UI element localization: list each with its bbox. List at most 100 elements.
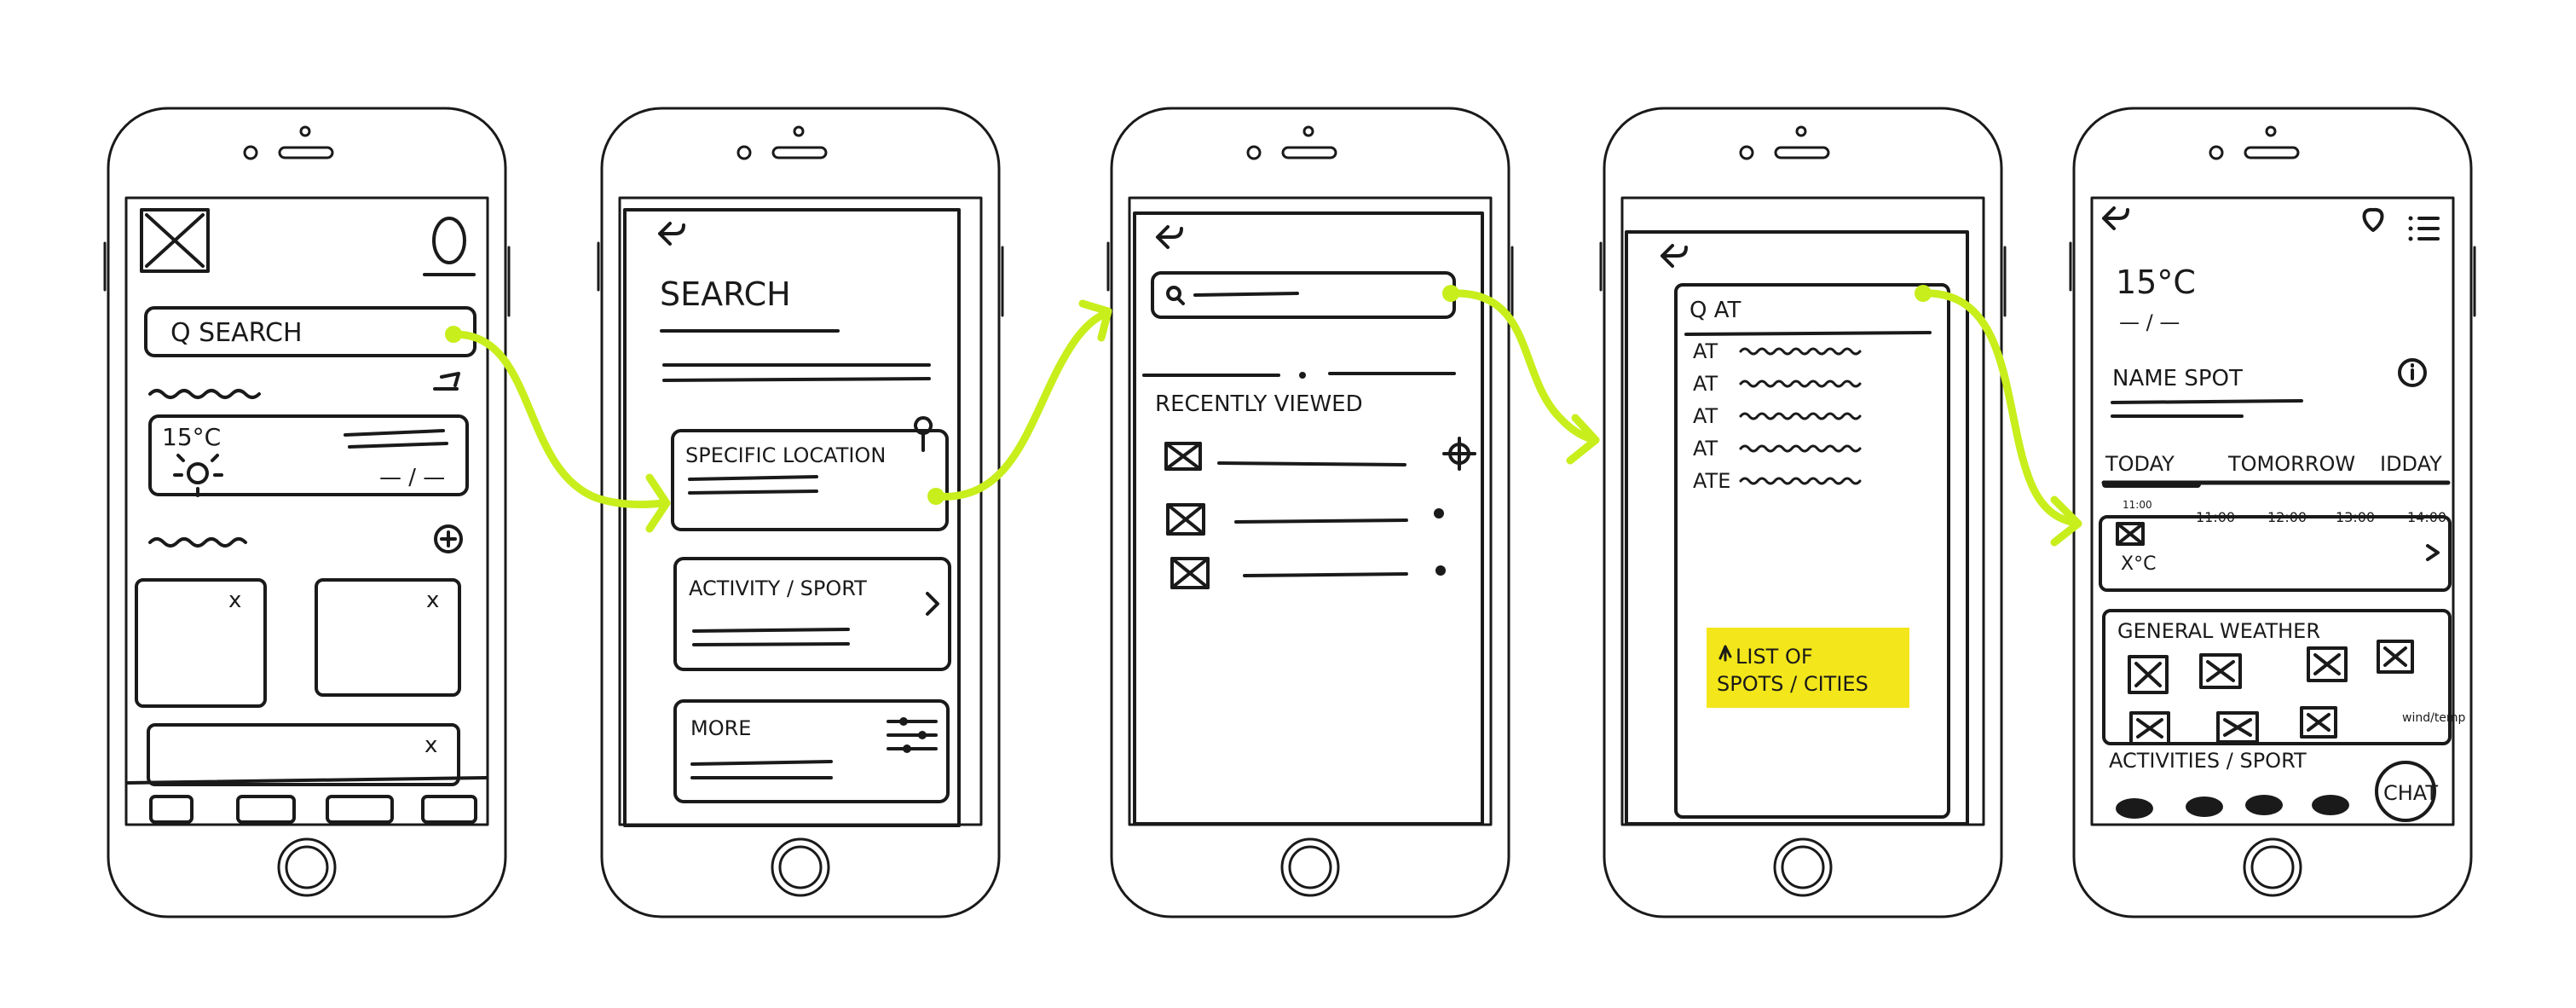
phone-body xyxy=(2072,107,2473,918)
phone-search-options: SEARCH SPECIFIC LOCATION ACTIVITY / SPOR… xyxy=(597,107,1004,918)
favorite-card[interactable] xyxy=(135,578,267,708)
option-specific-location[interactable] xyxy=(671,429,949,531)
option-more[interactable] xyxy=(673,699,950,803)
add-icon[interactable] xyxy=(434,524,463,553)
card-close-icon[interactable]: x xyxy=(228,588,241,613)
search-query[interactable]: Q AT xyxy=(1689,298,1741,323)
phone-body xyxy=(107,107,507,918)
results-list: AT AT AT AT ATE xyxy=(1693,339,1862,493)
chat-label: CHAT xyxy=(2383,781,2438,805)
info-icon[interactable] xyxy=(2398,358,2427,387)
weather-icon-placeholder xyxy=(2129,711,2170,745)
card-close-icon[interactable]: x xyxy=(426,588,439,613)
phone-spot-detail: 15°C — / — NAME SPOT TODAY TOMORROW IDDA… xyxy=(2069,107,2476,918)
home-button[interactable] xyxy=(1280,837,1340,897)
tab-bar-icon[interactable] xyxy=(149,795,193,824)
tab-bar-divider xyxy=(126,776,488,785)
weather-icon-placeholder xyxy=(2377,640,2414,674)
search-bar[interactable] xyxy=(144,306,477,357)
option-more-label: MORE xyxy=(690,716,751,740)
edit-icon[interactable] xyxy=(433,372,460,391)
chat-button[interactable] xyxy=(2375,761,2436,822)
weather-icon-placeholder xyxy=(2300,706,2337,739)
tab-bar-icon[interactable] xyxy=(326,795,394,824)
hour-label: 11:00 xyxy=(2123,499,2152,511)
back-icon[interactable] xyxy=(2102,206,2129,230)
weather-card[interactable] xyxy=(148,414,469,496)
flow-arrows xyxy=(445,285,2082,547)
home-button[interactable] xyxy=(277,837,337,897)
activities-heading: ACTIVITIES / SPORT xyxy=(2109,749,2307,773)
spot-temperature: 15°C xyxy=(2116,264,2196,301)
speaker-grille xyxy=(278,146,334,159)
search-title: SEARCH xyxy=(660,275,791,313)
weather-icon-placeholder xyxy=(2307,646,2348,682)
weather-icon-placeholder xyxy=(2216,711,2259,744)
result-label: AT xyxy=(1693,372,1718,396)
camera-icon xyxy=(1739,145,1754,160)
recent-item[interactable] xyxy=(1166,503,1444,536)
spot-temp-range: — / — xyxy=(2119,310,2180,334)
general-weather-heading: GENERAL WEATHER xyxy=(2117,619,2320,643)
result-scribble xyxy=(1739,477,1862,485)
tab-today[interactable]: TODAY xyxy=(2105,452,2175,476)
result-item[interactable]: AT xyxy=(1693,437,1862,461)
recent-item[interactable] xyxy=(1164,437,1476,471)
activity-icons[interactable] xyxy=(2116,795,2349,819)
hourly-forecast-card[interactable] xyxy=(2099,515,2452,592)
back-icon[interactable] xyxy=(1156,225,1183,249)
screen xyxy=(124,196,489,826)
option-activity-sport[interactable] xyxy=(673,557,951,671)
search-icon xyxy=(1166,286,1181,301)
heart-icon[interactable] xyxy=(2362,207,2384,232)
logo-placeholder-icon xyxy=(140,208,210,273)
weather-icon-placeholder xyxy=(2199,653,2242,689)
sun-icon xyxy=(187,462,209,484)
home-temperature: 15°C xyxy=(162,423,221,451)
card-close-icon[interactable]: x xyxy=(425,733,437,758)
result-scribble xyxy=(1739,412,1862,420)
tab-tomorrow[interactable]: TOMORROW xyxy=(2227,452,2355,476)
favorite-card[interactable] xyxy=(147,723,460,786)
home-button[interactable] xyxy=(771,837,830,897)
recent-item[interactable] xyxy=(1170,557,1446,589)
result-label: AT xyxy=(1693,404,1718,428)
screen xyxy=(2090,196,2455,826)
result-scribble xyxy=(1739,347,1862,356)
filter-sliders-icon xyxy=(887,717,938,753)
back-icon[interactable] xyxy=(658,222,685,246)
tab-bar-icon[interactable] xyxy=(421,795,477,824)
recently-viewed-heading: RECENTLY VIEWED xyxy=(1155,391,1363,417)
profile-icon[interactable] xyxy=(432,217,466,264)
favorite-card[interactable] xyxy=(315,578,461,697)
result-label: AT xyxy=(1693,339,1718,363)
wind-label: wind/temp xyxy=(2402,711,2466,725)
option-activity-label: ACTIVITY / SPORT xyxy=(689,576,867,600)
result-item[interactable]: AT xyxy=(1693,339,1862,363)
arrow-up-icon xyxy=(1718,645,1732,662)
sheet xyxy=(1133,211,1484,826)
tab-third-day[interactable]: IDDAY xyxy=(2380,452,2442,476)
forecast-temp: X°C xyxy=(2121,553,2156,575)
home-button[interactable] xyxy=(2243,837,2302,897)
home-temp-range: — / — xyxy=(379,465,445,490)
spot-name: NAME SPOT xyxy=(2112,366,2243,391)
flow-arrowhead-3 xyxy=(1566,414,1600,465)
menu-list-icon[interactable] xyxy=(2408,216,2440,241)
flow-arrow-3 xyxy=(1447,289,1600,444)
result-scribble xyxy=(1739,444,1862,453)
result-item[interactable]: AT xyxy=(1693,404,1862,428)
general-weather-card xyxy=(2102,609,2452,745)
result-label: AT xyxy=(1693,437,1718,461)
result-item[interactable]: AT xyxy=(1693,372,1862,396)
chevron-right-icon xyxy=(2426,544,2440,561)
weather-icon-placeholder xyxy=(2128,655,2169,694)
flow-arrow-1 xyxy=(449,330,667,509)
result-item[interactable]: ATE xyxy=(1693,469,1862,493)
back-icon[interactable] xyxy=(1661,244,1688,268)
tab-bar-icon[interactable] xyxy=(236,795,296,824)
home-button[interactable] xyxy=(1773,837,1833,897)
camera-icon xyxy=(2209,145,2224,160)
